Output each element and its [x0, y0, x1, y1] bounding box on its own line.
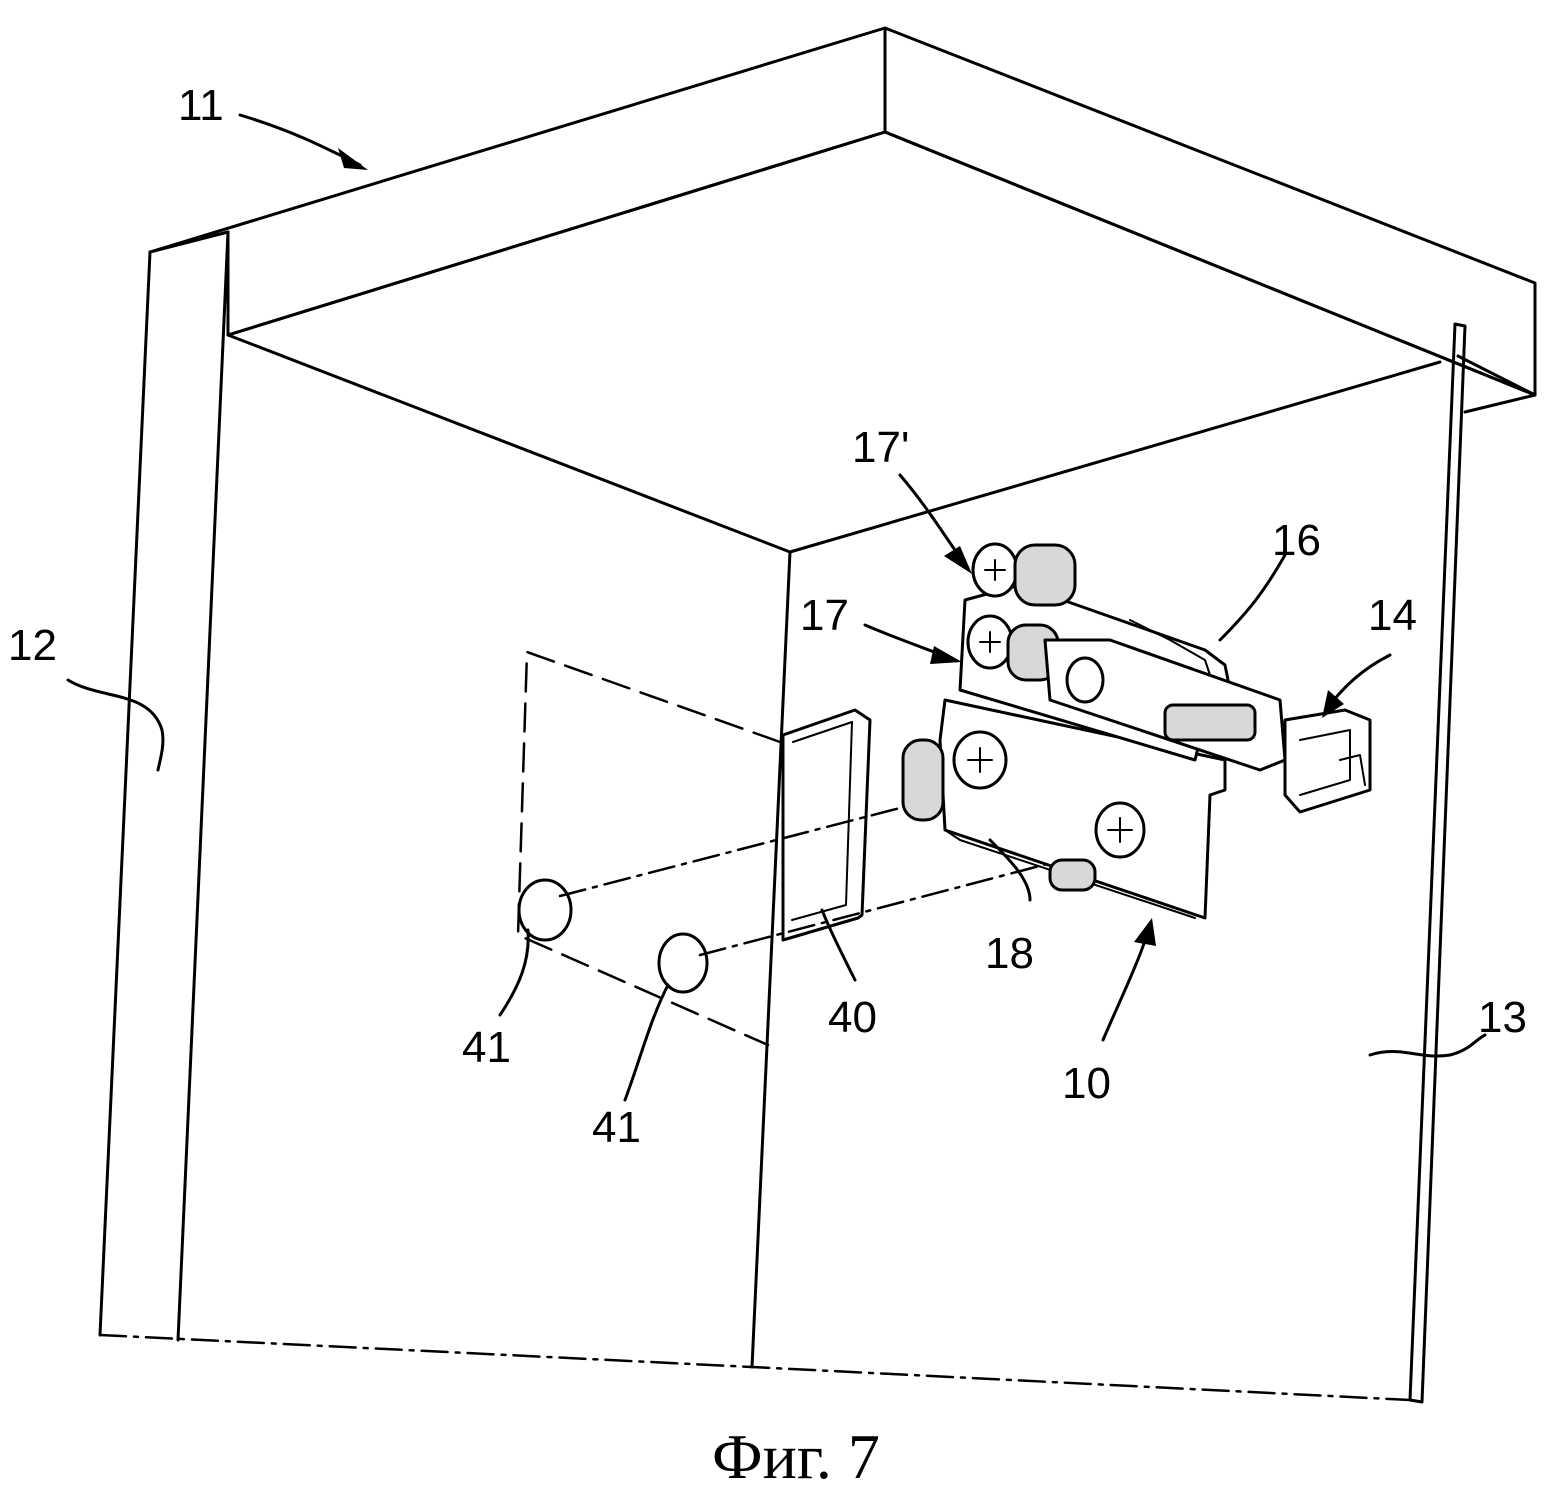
plate-dowel [901, 738, 945, 822]
label-40: 40 [828, 993, 877, 1042]
hole-41-right [657, 932, 709, 994]
leader-lines [66, 113, 1487, 1102]
reference-labels: 11 12 13 14 16 17' 17 18 10 40 41 41 [8, 81, 1527, 1152]
top-panel-top-face [148, 26, 1537, 397]
hinge-slide [1163, 703, 1257, 742]
axis-line-upper [558, 806, 902, 898]
arrow-17 [930, 646, 962, 664]
catch-14-inner [1299, 729, 1351, 796]
hinge-assembly [901, 542, 1372, 920]
label-12: 12 [8, 621, 57, 670]
cabinet-top-left-edge [226, 333, 792, 554]
top-panel-underside-line [1456, 354, 1537, 397]
label-13: 13 [1478, 993, 1527, 1042]
leader-18 [988, 838, 1032, 902]
leader-13 [1368, 1033, 1487, 1058]
bottom-dashdot-line [98, 1333, 1412, 1402]
mounting-plate-lower-edge [944, 829, 1196, 919]
mounting-area-outline [516, 650, 782, 1047]
mounting-area-dashed [516, 650, 782, 1047]
adjust-screw-17-slot [979, 631, 1001, 653]
label-17: 17 [800, 591, 849, 640]
catch-14 [1283, 708, 1372, 814]
label-11: 11 [178, 81, 224, 130]
hinge-arm-hole [1065, 656, 1105, 704]
leader-12 [66, 678, 165, 772]
part-40-bracket [781, 708, 872, 942]
cabinet-body [226, 333, 1442, 1369]
arrow-11 [338, 148, 368, 170]
leader-41a [498, 928, 530, 1017]
plate-screw-left-slot [967, 747, 993, 773]
label-14: 14 [1368, 591, 1417, 640]
cabinet-front-corner [750, 550, 792, 1369]
left-side-panel [98, 230, 230, 1342]
top-panel-front-edge [226, 130, 1537, 397]
label-41-right: 41 [592, 1103, 641, 1152]
left-panel-inner-edge [176, 230, 230, 1342]
arrow-10 [1134, 918, 1156, 946]
cabinet-top-right-edge [788, 360, 1442, 554]
top-panel [148, 26, 1537, 414]
top-panel-bottom-right [1463, 393, 1537, 414]
figure-caption: Фиг. 7 [712, 1421, 880, 1492]
right-panel-edge [1408, 322, 1467, 1404]
part-40-inner [791, 721, 853, 921]
leader-40 [820, 908, 857, 982]
hole-41-left [517, 878, 573, 942]
plate-dowel-lower [1048, 858, 1097, 892]
part-40-outline [781, 708, 872, 942]
right-side-panel [1408, 322, 1467, 1404]
label-10: 10 [1062, 1059, 1111, 1108]
leader-41b [623, 983, 670, 1102]
axis-line-lower [698, 856, 1072, 957]
arrow-17prime [944, 546, 972, 574]
label-16: 16 [1272, 516, 1321, 565]
label-17prime: 17' [852, 423, 909, 472]
arrow-14 [1322, 690, 1344, 718]
left-panel-outer-edge [98, 250, 152, 1337]
leader-16 [1218, 553, 1287, 642]
adjust-screw-17prime-body [1013, 543, 1077, 607]
catch-14-hook [1339, 754, 1366, 786]
label-18: 18 [985, 929, 1034, 978]
adjust-screw-17prime-slot [984, 559, 1006, 581]
label-41-left: 41 [462, 1023, 511, 1072]
holes-41 [517, 878, 709, 994]
plate-screw-right-slot [1107, 817, 1133, 843]
